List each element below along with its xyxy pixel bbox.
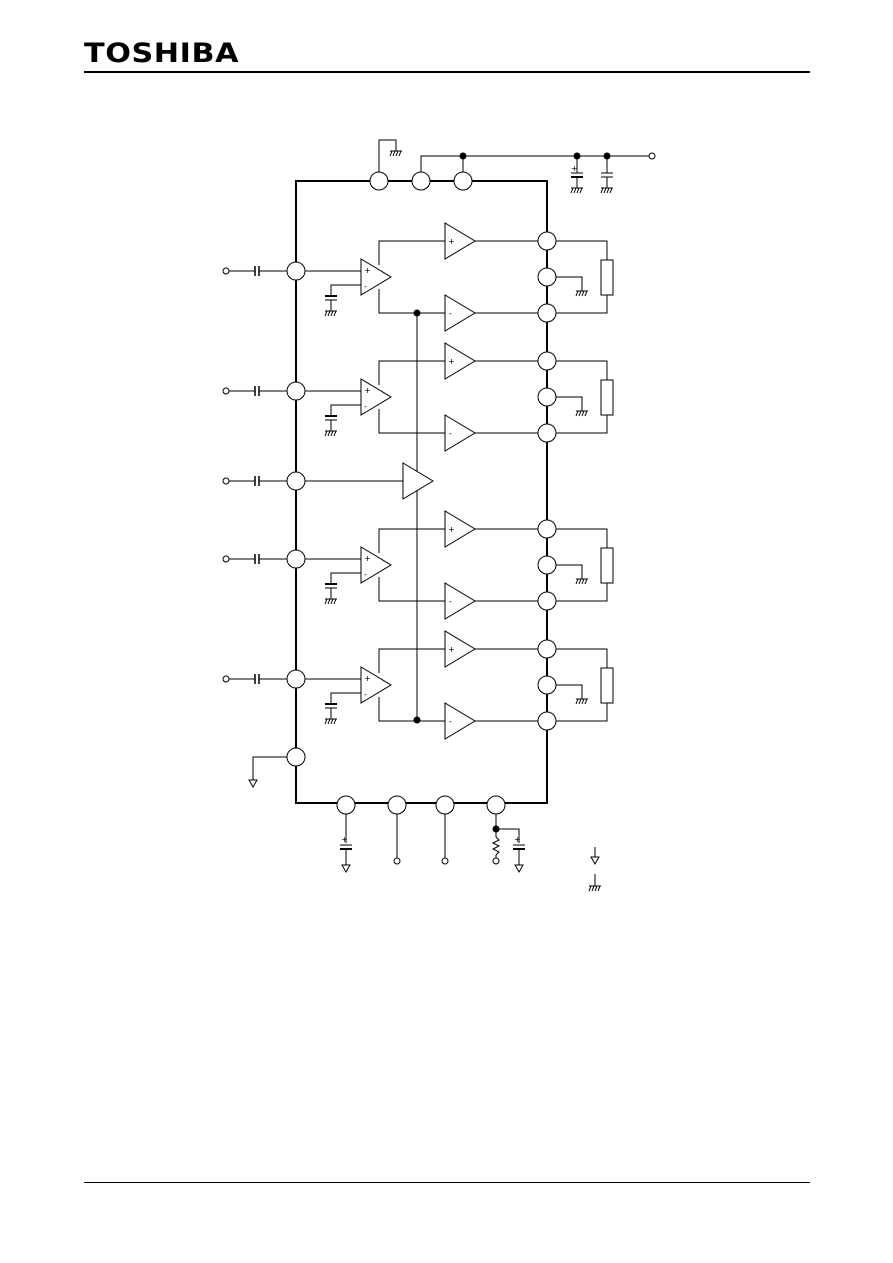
ground-pin	[538, 556, 556, 574]
load-resistor	[601, 668, 613, 703]
buffer-amplifier	[403, 463, 433, 499]
op-amp	[361, 547, 391, 583]
opamp-minus-sign: -	[364, 402, 367, 411]
supply-electrolytic-capacitor: +	[571, 156, 583, 193]
output-pin	[538, 352, 556, 370]
opamp-plus-sign: +	[364, 674, 371, 683]
op-amp	[445, 583, 475, 619]
ground-symbol	[325, 599, 337, 604]
bottom-pins: + +	[337, 796, 525, 872]
op-amp	[361, 667, 391, 703]
supply-capacitor	[601, 156, 613, 193]
opamp-plus-sign: +	[364, 554, 371, 563]
op-amp	[361, 379, 391, 415]
signal-ground-symbol	[342, 865, 350, 872]
electrolytic-plus-mark: +	[571, 164, 578, 173]
ground-symbol	[390, 151, 402, 156]
input-pin	[287, 670, 305, 688]
opamp-plus-sign: +	[448, 357, 455, 366]
input-pin	[287, 382, 305, 400]
opamp-minus-sign: -	[364, 282, 367, 291]
ground-pin	[538, 676, 556, 694]
terminal	[223, 556, 229, 562]
output-pin	[538, 424, 556, 442]
output-pin	[538, 232, 556, 250]
load-resistor	[601, 380, 613, 415]
signal-ground-symbol	[515, 865, 523, 872]
top-ground-connection	[379, 140, 402, 181]
opamp-minus-sign: -	[449, 309, 452, 318]
ground-symbol	[576, 291, 588, 296]
output-pin	[538, 592, 556, 610]
ground-symbol	[576, 699, 588, 704]
center-input-stage	[223, 463, 433, 499]
footer-rule	[84, 1182, 810, 1183]
opamp-minus-sign: -	[449, 717, 452, 726]
page-header: TOSHIBA	[0, 0, 893, 80]
terminal	[223, 268, 229, 274]
op-amp	[445, 295, 475, 331]
ground-symbol	[571, 188, 583, 193]
ground-symbol	[576, 579, 588, 584]
vcc-terminal	[649, 153, 655, 159]
terminal	[394, 858, 400, 864]
output-pin	[538, 520, 556, 538]
opamp-minus-sign: -	[364, 690, 367, 699]
opamp-plus-sign: +	[448, 525, 455, 534]
amplifier-channel-3: + - + -	[223, 511, 613, 619]
opamp-plus-sign: +	[448, 645, 455, 654]
header-rule	[84, 71, 810, 73]
opamp-plus-sign: +	[364, 386, 371, 395]
load-resistor	[601, 260, 613, 295]
bias-junction	[414, 717, 420, 723]
ground-symbol	[325, 311, 337, 316]
ground-symbol	[576, 411, 588, 416]
amplifier-channel-1: + - + -	[223, 223, 613, 331]
top-pins	[370, 172, 472, 190]
resistor	[493, 837, 499, 858]
opamp-plus-sign: +	[448, 237, 455, 246]
terminal	[223, 388, 229, 394]
terminal	[493, 858, 499, 864]
op-amp	[445, 631, 475, 667]
op-amp	[445, 703, 475, 739]
opamp-minus-sign: -	[364, 570, 367, 579]
ground-legend	[589, 847, 601, 891]
terminal	[442, 858, 448, 864]
op-amp	[445, 223, 475, 259]
terminal	[223, 676, 229, 682]
op-amp	[361, 259, 391, 295]
output-pin	[538, 640, 556, 658]
amplifier-channel-4: + - + -	[223, 631, 613, 739]
input-pin	[287, 262, 305, 280]
opamp-plus-sign: +	[364, 266, 371, 275]
ground-pin	[538, 388, 556, 406]
toshiba-logo: TOSHIBA	[84, 38, 240, 69]
opamp-minus-sign: -	[449, 597, 452, 606]
terminal	[223, 478, 229, 484]
signal-ground-symbol	[591, 857, 599, 864]
ground-pin	[538, 268, 556, 286]
ground-symbol	[325, 431, 337, 436]
amplifier-channel-2: + - + -	[223, 343, 613, 451]
op-amp	[445, 415, 475, 451]
load-resistor	[601, 548, 613, 583]
input-pin	[287, 550, 305, 568]
ground-symbol	[325, 719, 337, 724]
op-amp	[445, 511, 475, 547]
ground-symbol	[601, 188, 613, 193]
op-amp	[445, 343, 475, 379]
opamp-minus-sign: -	[449, 429, 452, 438]
ic-package-outline	[296, 181, 547, 803]
output-pin	[538, 304, 556, 322]
electrolytic-plus-mark: +	[341, 835, 348, 844]
output-pin	[538, 712, 556, 730]
signal-ground-symbol	[249, 780, 257, 787]
ground-symbol	[589, 886, 601, 891]
left-bottom-pin	[249, 748, 305, 787]
electrolytic-plus-mark: +	[514, 835, 521, 844]
